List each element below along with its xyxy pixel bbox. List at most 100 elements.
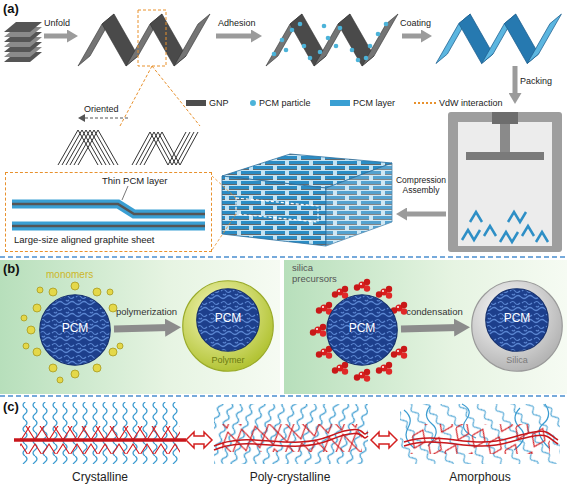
monomer-part	[109, 348, 117, 356]
node-text: Polymer	[182, 355, 274, 365]
node-shape	[183, 281, 274, 372]
panel-separator-part	[0, 395, 567, 396]
silica-precursor-part	[316, 346, 332, 359]
polycrystalline-structure-part	[214, 434, 368, 450]
monomer	[21, 282, 123, 383]
silica-precursor-part	[376, 362, 392, 375]
coated-sheet-part	[436, 14, 561, 63]
zoom-inset-part	[120, 66, 152, 126]
gnp-sheet-particles-part	[326, 36, 331, 41]
double-arrow	[186, 432, 397, 448]
gnp-sheet-particles-part	[334, 44, 339, 49]
legend-text: GNP	[209, 98, 229, 108]
gnp-sheet-particles-part	[272, 52, 277, 57]
panel-separator	[0, 257, 567, 396]
process-arrow-part	[216, 34, 254, 39]
monomer-part	[37, 287, 43, 293]
polymer-capsule: PolymerPCM	[182, 280, 274, 372]
aligned-sheet-part	[12, 204, 205, 214]
pcm-core: PCM	[39, 294, 111, 366]
legend-item: PCM layer	[330, 98, 395, 108]
coated-sheet	[436, 14, 561, 63]
gnp-sheet-particles-part	[376, 32, 381, 37]
gnp-sheet-particles-part	[318, 50, 323, 55]
packing-container-part-part	[508, 212, 526, 222]
aligned-sheet	[12, 186, 205, 226]
zoom-inset-part	[78, 130, 118, 165]
node-text: Thin PCM layer	[102, 176, 167, 187]
amorphous-structure	[400, 404, 560, 464]
arrow-label: polymerization	[116, 307, 177, 318]
double-arrow-part	[371, 432, 397, 448]
packing-container-part	[458, 122, 552, 246]
text-label: monomers	[46, 269, 93, 281]
text-label: Packing	[520, 76, 552, 86]
gnp-sheet-part	[78, 14, 210, 66]
compressed-block	[212, 154, 392, 250]
legend-item: PCM particle	[250, 98, 311, 108]
node-shape	[40, 295, 111, 366]
gnp-sheet-particles-part	[368, 44, 373, 49]
compressed-block-part	[236, 198, 318, 222]
monomer-part	[93, 364, 101, 372]
node-text: PCM	[485, 312, 549, 326]
amorphous-structure-part	[404, 435, 558, 446]
text-label: Poly-crystalline	[250, 471, 331, 485]
text-label: Compression Assembly	[394, 176, 448, 196]
text-label: Coating	[400, 18, 431, 28]
crystalline-structure	[14, 402, 186, 464]
compressed-block-part	[222, 176, 326, 246]
legend-swatch	[186, 100, 206, 106]
gnp-sheet	[78, 10, 210, 66]
gnp-sheet-particles-part	[298, 22, 303, 27]
text-label: Amorphous	[449, 471, 510, 485]
monomer-part	[109, 304, 117, 312]
silica-precursor-part	[354, 369, 370, 382]
node-shape	[327, 295, 398, 366]
legend-text: PCM layer	[353, 98, 395, 108]
legend-item: VdW interaction	[414, 98, 503, 108]
aligned-sheet-part	[122, 186, 128, 200]
text-label: Crystalline	[72, 471, 128, 485]
crystalline-structure-part	[14, 438, 186, 442]
gnp-sheet-particles-part	[350, 48, 355, 53]
zoom-inset-part	[84, 118, 128, 119]
silica-precursor	[310, 279, 407, 382]
legend-swatch	[250, 100, 256, 106]
node-shape	[197, 289, 260, 352]
legend-text: VdW interaction	[439, 98, 503, 108]
monomer-part	[107, 289, 113, 295]
legend-swatch	[330, 100, 350, 106]
gnp-sheet-particles-part	[384, 22, 389, 27]
silica-precursor-part	[354, 279, 370, 292]
process-arrow-part	[402, 34, 424, 39]
aligned-sheet-part	[12, 222, 205, 231]
packing-container-part-part	[462, 230, 480, 240]
packing-container-part	[492, 112, 518, 124]
monomer-part	[23, 343, 29, 349]
monomer-part	[93, 288, 101, 296]
silica-precursor-part	[316, 302, 332, 315]
node-text: PCM	[39, 322, 111, 336]
process-arrow-part	[44, 34, 70, 39]
process-arrow-part	[513, 66, 518, 96]
packing-container-part-part	[470, 212, 482, 222]
compressed-block-part	[212, 214, 236, 250]
node-shape	[486, 289, 549, 352]
panel-separator-part	[0, 256, 567, 257]
zoom-inset	[58, 66, 200, 165]
legend-item: GNP	[186, 98, 229, 108]
crystalline-structure-part	[20, 402, 180, 464]
gnp-sheet-particles-part	[356, 58, 361, 63]
pcm-core: PCM	[326, 294, 398, 366]
compressed-block-part	[212, 176, 236, 198]
packing-container-part-part	[522, 226, 534, 236]
monomer-part	[117, 343, 123, 349]
gnp-sheet-particles-part	[280, 38, 285, 43]
packing-container-part	[500, 124, 510, 152]
text-label: Oriented	[84, 104, 119, 114]
node-text: Silica	[471, 355, 563, 365]
packing-container	[448, 112, 562, 252]
node-text: Large-size aligned graphite sheet	[14, 235, 154, 246]
